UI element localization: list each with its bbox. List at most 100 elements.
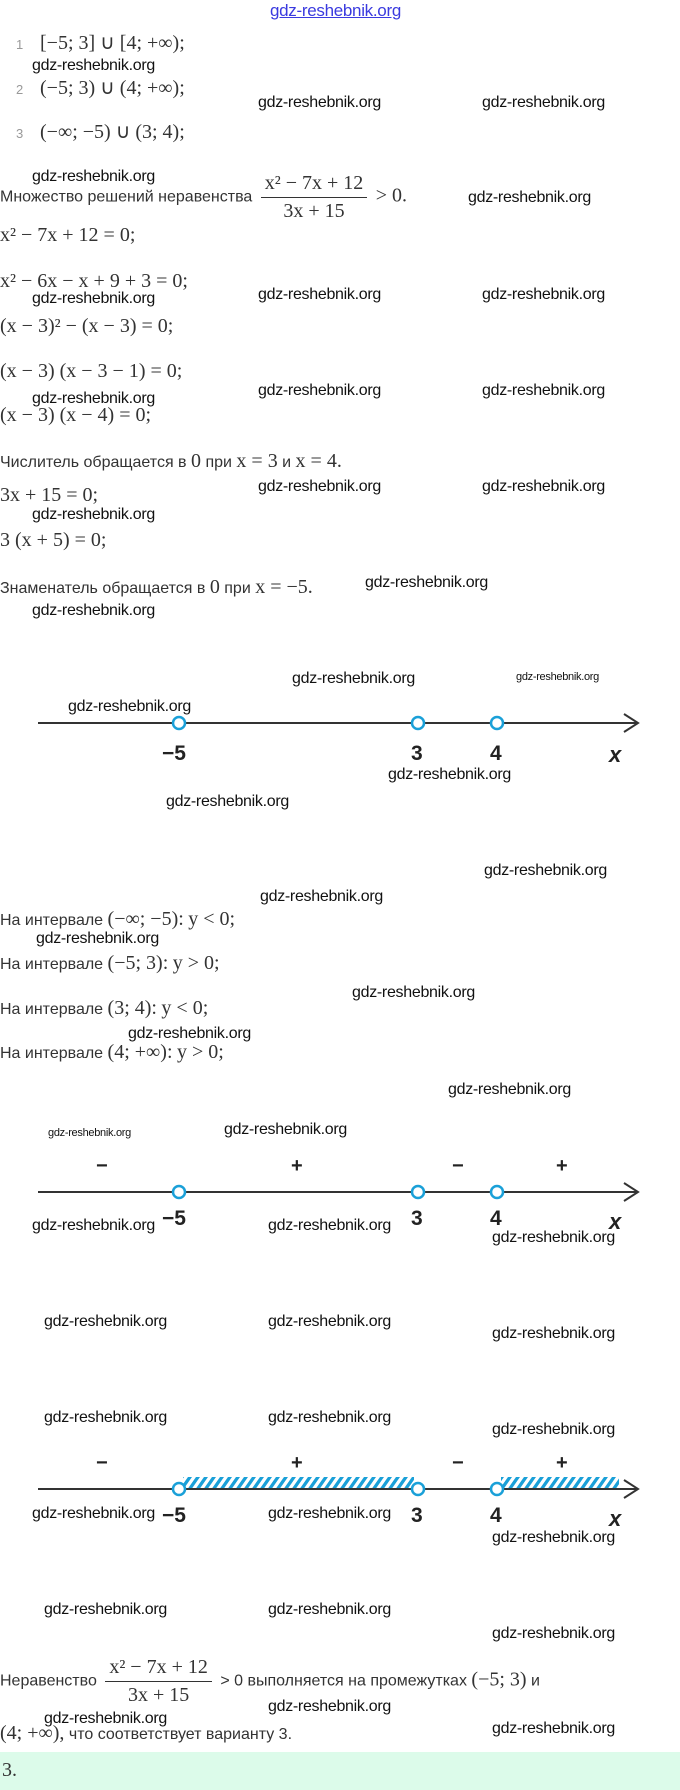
point-label: −5: [162, 1504, 186, 1527]
watermark: gdz-reshebnik.org: [68, 698, 191, 715]
math: y < 0;: [188, 908, 236, 930]
option-text: (−5; 3) ∪ (4; +∞);: [40, 77, 185, 99]
math: 0: [191, 450, 202, 472]
number-line-1: −5 3 4 x: [38, 713, 640, 767]
point-open: [171, 715, 187, 731]
axis-label: x: [608, 742, 622, 767]
solution-hatch: [501, 1477, 619, 1488]
math: 0: [209, 576, 220, 598]
watermark: gdz-reshebnik.org: [492, 1625, 615, 1642]
text: На интервале: [0, 912, 104, 929]
math: (3; 4):: [107, 997, 157, 1019]
interval-line: На интервале (3; 4): y < 0;: [0, 997, 208, 1020]
watermark: gdz-reshebnik.org: [258, 94, 381, 111]
watermark: gdz-reshebnik.org: [44, 1313, 167, 1330]
numerator: x² − 7x + 12: [105, 1656, 212, 1682]
option-number: 2: [16, 82, 24, 97]
watermark: gdz-reshebnik.org: [128, 1025, 251, 1042]
watermark: gdz-reshebnik.org: [352, 984, 475, 1001]
problem-statement: Множество решений неравенства x² − 7x + …: [0, 172, 407, 223]
sign-label: −: [96, 1452, 108, 1474]
point-label: 3: [411, 742, 423, 765]
watermark: gdz-reshebnik.org: [388, 766, 511, 783]
watermark: gdz-reshebnik.org: [258, 382, 381, 399]
watermark: gdz-reshebnik.org: [482, 94, 605, 111]
step: (x − 3) (x − 4) = 0;: [0, 404, 152, 426]
watermark: gdz-reshebnik.org: [258, 478, 381, 495]
watermark: gdz-reshebnik.org: [32, 1505, 155, 1522]
interval-line: На интервале (4; +∞): y > 0;: [0, 1041, 224, 1064]
point-open: [410, 715, 426, 731]
watermark: gdz-reshebnik.org: [36, 930, 159, 947]
watermark: gdz-reshebnik.org: [482, 478, 605, 495]
arrow-head: [623, 713, 640, 733]
watermark: gdz-reshebnik.org: [270, 1, 401, 20]
watermark: gdz-reshebnik.org: [32, 390, 155, 407]
watermark: gdz-reshebnik.org: [32, 506, 155, 523]
step: 3 (x + 5) = 0;: [0, 529, 107, 551]
point-open: [489, 1481, 505, 1497]
sign-label: +: [556, 1155, 568, 1177]
option-2: 2 (−5; 3) ∪ (4; +∞);: [16, 75, 185, 100]
sign-label: −: [96, 1155, 108, 1177]
math: x = 4.: [295, 450, 342, 472]
answer-box: 3.: [0, 1752, 680, 1790]
watermark: gdz-reshebnik.org: [32, 168, 155, 185]
text: > 0 выполняется на промежутках: [220, 1672, 467, 1690]
option-text: (−∞; −5) ∪ (3; 4);: [40, 121, 185, 143]
numerator-zero-line: Числитель обращается в 0 при x = 3 и x =…: [0, 450, 342, 473]
option-number: 1: [16, 37, 24, 52]
interval-line: На интервале (−∞; −5): y < 0;: [0, 908, 235, 931]
step: x² − 6x − x + 9 + 3 = 0;: [0, 270, 188, 292]
step: x² − 7x + 12 = 0;: [0, 224, 136, 246]
watermark: gdz-reshebnik.org: [268, 1409, 391, 1426]
option-text: [−5; 3] ∪ [4; +∞);: [40, 32, 185, 54]
denominator: 3x + 15: [127, 1684, 190, 1706]
watermark: gdz-reshebnik.org: [482, 382, 605, 399]
watermark: gdz-reshebnik.org: [44, 1710, 167, 1727]
watermark: gdz-reshebnik.org: [365, 574, 488, 591]
math: x = −5.: [255, 576, 313, 598]
math: y > 0;: [172, 952, 220, 974]
point-open: [489, 715, 505, 731]
text: при: [224, 580, 251, 597]
watermark: gdz-reshebnik.org: [44, 1601, 167, 1618]
point-label: 4: [490, 1207, 502, 1230]
solution-hatch: [183, 1477, 414, 1488]
arrow-head: [623, 1479, 640, 1499]
watermark: gdz-reshebnik.org: [48, 1127, 131, 1139]
inequality-tail: > 0.: [375, 184, 408, 207]
text: На интервале: [0, 956, 104, 973]
text: Числитель обращается в: [0, 454, 187, 471]
arrow-head: [623, 1182, 640, 1202]
math: (4; +∞):: [107, 1041, 173, 1063]
math: (−5; 3):: [107, 952, 169, 974]
point-open: [171, 1481, 187, 1497]
watermark: gdz-reshebnik.org: [492, 1325, 615, 1342]
point-open: [489, 1184, 505, 1200]
watermark: gdz-reshebnik.org: [482, 286, 605, 303]
problem-label: Множество решений неравенства: [0, 188, 253, 206]
option-number: 3: [16, 126, 24, 141]
math: x = 3: [236, 450, 278, 472]
point-label: 3: [411, 1207, 423, 1230]
watermark: gdz-reshebnik.org: [484, 862, 607, 879]
math: y > 0;: [176, 1041, 224, 1063]
step: (x − 3)² − (x − 3) = 0;: [0, 315, 174, 337]
numerator: x² − 7x + 12: [260, 172, 368, 198]
watermark: gdz-reshebnik.org: [516, 671, 599, 683]
step: (x − 3) (x − 3 − 1) = 0;: [0, 360, 183, 382]
interval-line: На интервале (−5; 3): y > 0;: [0, 952, 220, 975]
watermark: gdz-reshebnik.org: [492, 1229, 615, 1246]
denominator-zero-line: Знаменатель обращается в 0 при x = −5.: [0, 576, 313, 599]
watermark: gdz-reshebnik.org: [44, 1409, 167, 1426]
watermark: gdz-reshebnik.org: [268, 1601, 391, 1618]
watermark: gdz-reshebnik.org: [166, 793, 289, 810]
watermark: gdz-reshebnik.org: [492, 1720, 615, 1737]
point-label: 3: [411, 1504, 423, 1527]
text: и: [531, 1672, 540, 1690]
point-open: [410, 1184, 426, 1200]
